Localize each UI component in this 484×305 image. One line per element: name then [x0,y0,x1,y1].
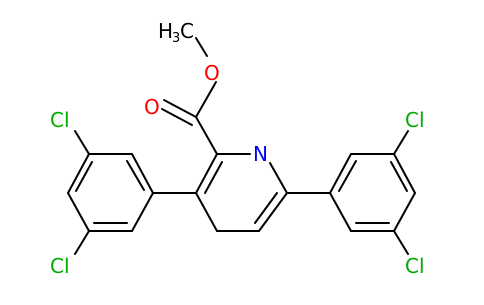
bond-lp-cl-top [74,130,90,155]
bonds [67,37,416,255]
bond-c6-c5 [258,192,288,232]
bond-carbonyl-double-1 [163,99,197,118]
bond-rp-1 [329,153,352,194]
bond-o-carbonyl [195,81,217,118]
bond-rp-1-inner [338,160,357,192]
atom-labels: H 3 C O O N Cl Cl Cl Cl [50,19,425,278]
bond-c6-c5-inner [254,192,278,224]
bond-rp-3-inner [390,161,408,192]
bond-rp-6 [329,192,352,232]
bond-carbonyl-double-2 [161,108,193,126]
bond-c4-c3 [195,192,218,232]
bond-lp-3 [67,153,90,194]
atom-ester-o-single: O [204,61,220,85]
atom-ester-o-double: O [144,95,160,119]
atom-cl-left-bottom: Cl [50,254,70,278]
bond-rp-3 [393,153,416,194]
atom-methyl-h: H [158,19,173,43]
bond-c3-c2 [195,153,218,194]
atom-ring-n: N [253,142,268,166]
bond-lp-6 [131,192,154,232]
bond-rp-4 [393,192,416,232]
bond-lp-1 [131,153,154,194]
bond-methyl-o [195,37,208,57]
bond-lp-1-inner [126,160,145,191]
bond-rp-cl-bottom [393,230,409,255]
atom-methyl-c: C [180,19,194,43]
bond-lp-4 [67,192,90,232]
atom-cl-left-top: Cl [50,108,70,132]
atom-cl-right-bottom: Cl [405,254,425,278]
atom-methyl-sub: 3 [172,31,180,46]
bond-c3-c2-inner [204,161,223,194]
bond-lp-3-inner [75,161,93,192]
bond-n-c6 [269,162,288,194]
atom-cl-right-top: Cl [405,108,425,132]
bond-rp-cl-top [393,130,409,155]
bond-carbonyl-c2 [195,116,218,155]
bond-lp-cl-bottom [74,230,90,255]
